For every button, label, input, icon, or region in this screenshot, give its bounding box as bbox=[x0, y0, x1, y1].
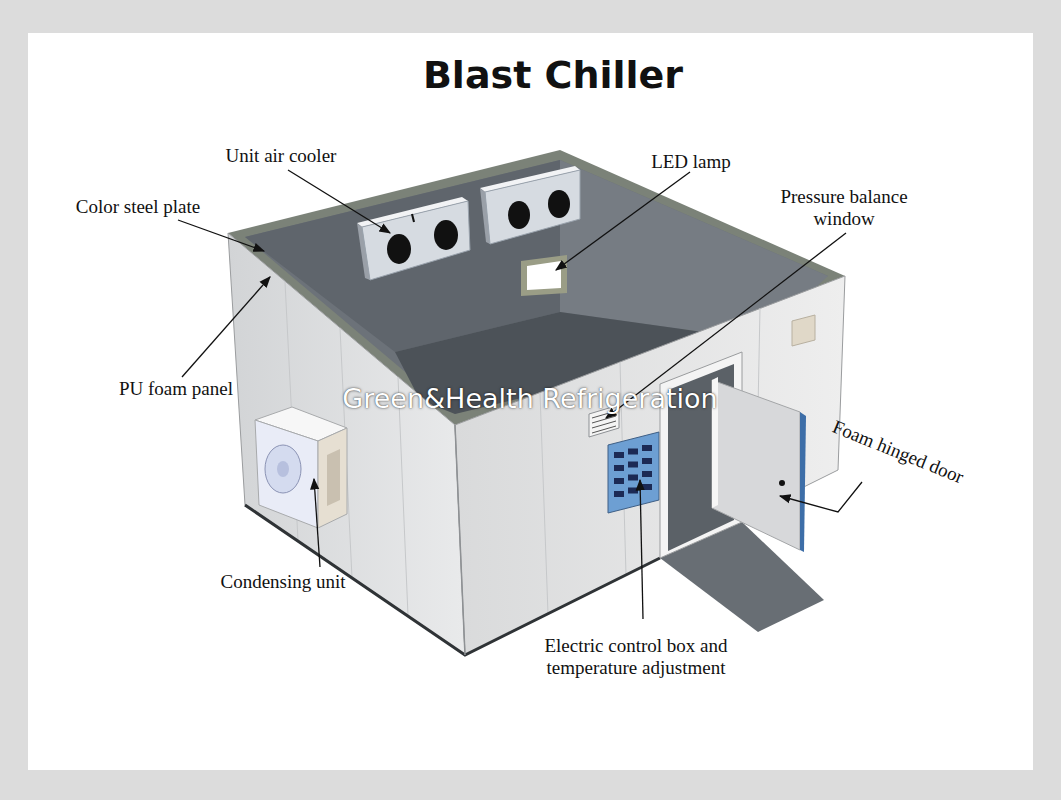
wall-plate bbox=[792, 315, 815, 346]
part-label: LED lamp bbox=[651, 151, 731, 173]
vent-slot bbox=[628, 449, 638, 455]
part-label: Unit air cooler bbox=[226, 145, 337, 167]
title: Blast Chiller bbox=[423, 53, 683, 97]
vent-slot bbox=[614, 465, 624, 471]
vent-slot bbox=[614, 491, 624, 497]
led-lamp bbox=[521, 255, 567, 296]
vent-slot bbox=[628, 488, 638, 494]
part-label: Foam hinged door bbox=[829, 416, 966, 489]
condensing-unit bbox=[255, 407, 347, 528]
part-label: Color steel plate bbox=[76, 196, 201, 218]
canvas bbox=[28, 33, 1033, 770]
part-label: Pressure balance window bbox=[759, 186, 929, 230]
part-label: PU foam panel bbox=[119, 378, 233, 400]
unit-air-cooler bbox=[357, 197, 470, 280]
leader-lines bbox=[178, 170, 862, 619]
vent-slot bbox=[614, 452, 624, 458]
right-wall bbox=[455, 276, 845, 655]
part-label: Condensing unit bbox=[220, 571, 345, 593]
vent-slot bbox=[642, 458, 652, 464]
unit-air-cooler bbox=[480, 166, 580, 244]
electric-control-box bbox=[608, 432, 659, 513]
vent-slot bbox=[614, 478, 624, 484]
watermark: Green&Health Refrigeration bbox=[342, 388, 717, 410]
wall-corner bbox=[455, 425, 465, 655]
part-label: Electric control box and temperature adj… bbox=[529, 635, 744, 679]
vent-slot bbox=[642, 471, 652, 477]
vent-slot bbox=[642, 484, 652, 490]
vent-slot bbox=[642, 445, 652, 451]
vent-slot bbox=[628, 475, 638, 481]
vent-slot bbox=[628, 462, 638, 468]
